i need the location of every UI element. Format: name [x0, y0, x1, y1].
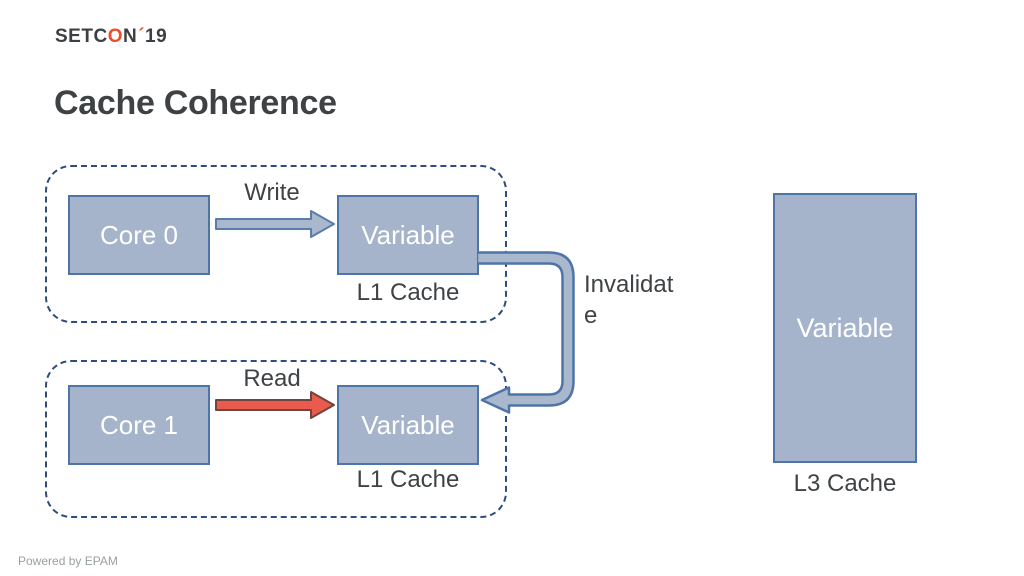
core1-box: Core 1	[68, 385, 210, 465]
slide-title: Cache Coherence	[54, 84, 337, 122]
core1-l1-cache-group: Core 1 Read Variable L1 Cache	[45, 360, 507, 518]
write-arrow-icon	[215, 210, 335, 238]
logo-text-right: N	[122, 26, 138, 47]
read-label: Read	[243, 365, 301, 392]
l3-variable-label: Variable	[796, 312, 894, 343]
logo-year: 19	[145, 26, 168, 47]
setcon-logo: SETCON´19	[55, 26, 167, 48]
core0-cache-label: L1 Cache	[356, 279, 460, 306]
write-label: Write	[244, 179, 300, 206]
core1-label: Core 1	[99, 409, 179, 440]
core0-l1-cache-group: Core 0 Write Variable L1 Cache	[45, 165, 507, 323]
core0-label: Core 0	[99, 219, 179, 250]
core0-variable-box: Variable	[337, 195, 479, 275]
l3-cache-label: L3 Cache	[793, 470, 897, 497]
logo-apostrophe: ´	[138, 26, 146, 47]
core1-variable-label: Variable	[361, 409, 455, 440]
core1-variable-box: Variable	[337, 385, 479, 465]
logo-o-accent: O	[107, 26, 123, 47]
footer-powered-by: Powered by EPAM	[18, 554, 118, 568]
logo-text-left: SETC	[55, 26, 108, 47]
invalidate-label: Invalidate	[584, 271, 674, 329]
invalidate-arrow-icon	[477, 251, 575, 414]
core0-box: Core 0	[68, 195, 210, 275]
core0-variable-label: Variable	[361, 219, 455, 250]
read-arrow-icon	[215, 391, 335, 419]
core1-cache-label: L1 Cache	[356, 466, 460, 493]
l3-variable-box: Variable	[773, 193, 917, 463]
